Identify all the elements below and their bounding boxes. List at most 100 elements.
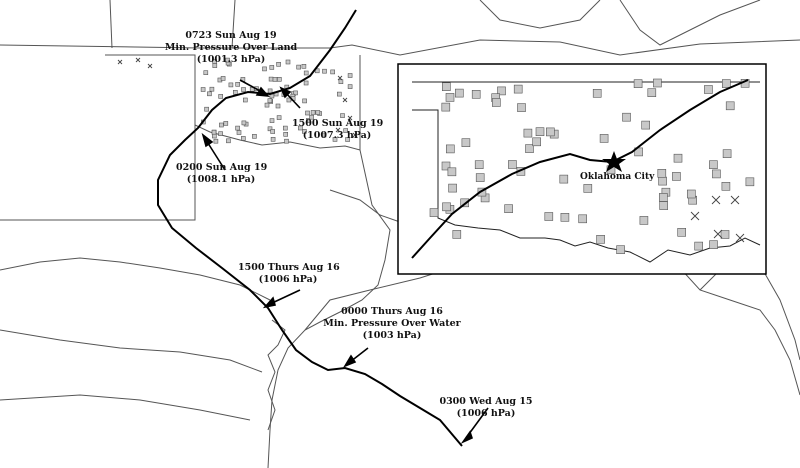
inset-track-line [411, 79, 749, 259]
x-marker [337, 75, 343, 81]
station-marker [262, 66, 267, 72]
station-marker [622, 112, 631, 122]
station-marker [532, 137, 542, 147]
station-marker [441, 82, 451, 91]
station-marker [233, 90, 238, 95]
station-marker [340, 113, 345, 118]
station-marker [448, 183, 457, 193]
station-marker [592, 89, 602, 98]
x-marker [352, 132, 358, 138]
station-marker [285, 59, 291, 65]
river-2 [0, 329, 263, 373]
station-marker [712, 169, 721, 179]
station-marker [219, 122, 224, 128]
station-marker [442, 202, 451, 212]
label-0200-pressure: (1008.1 hPa) [186, 174, 256, 185]
label-0300-wed: 0300 Wed Aug 15 (1006 hPa) [436, 396, 536, 420]
station-marker [441, 102, 451, 112]
station-marker [212, 133, 217, 139]
station-marker [241, 120, 247, 126]
station-marker [322, 68, 327, 74]
river-5 [619, 0, 761, 46]
annotation-arrows [201, 79, 489, 444]
station-marker [658, 176, 667, 186]
station-marker [212, 63, 218, 68]
label-0723-sun: 0723 Sun Aug 19 Min. Pressure Over Land … [162, 30, 300, 66]
station-marker [445, 144, 455, 154]
station-marker [269, 65, 275, 70]
station-marker [272, 77, 278, 82]
x-marker [730, 195, 740, 205]
station-marker [721, 79, 731, 88]
label-1500-sun: 1500 Sun Aug 19 (1007.3 hPa) [292, 118, 384, 142]
station-marker [207, 91, 212, 97]
station-marker [657, 169, 667, 178]
station-marker [336, 91, 342, 97]
station-marker [284, 138, 289, 144]
station-marker [677, 228, 687, 237]
station-marker [305, 110, 310, 116]
station-marker [429, 208, 439, 217]
station-marker [658, 193, 668, 202]
station-marker [218, 131, 223, 136]
oklahoma-city-star-icon [602, 151, 626, 172]
station-marker [223, 121, 229, 126]
station-marker [709, 240, 718, 249]
station-marker [236, 130, 242, 135]
station-marker [270, 137, 276, 142]
label-0723-note: Min. Pressure Over Land [164, 42, 298, 53]
station-marker [226, 138, 231, 144]
label-1500-sun-time: 1500 Sun Aug 19 [292, 118, 384, 129]
inset-stations [429, 78, 755, 254]
station-marker [535, 127, 545, 136]
station-marker [639, 216, 649, 225]
station-marker [310, 110, 316, 115]
station-marker [243, 97, 248, 103]
station-marker [309, 114, 314, 120]
station-marker [301, 64, 307, 69]
station-marker [517, 103, 526, 112]
station-marker [282, 125, 288, 131]
station-marker [523, 128, 533, 138]
river-1 [0, 257, 271, 301]
x-marker [690, 211, 700, 221]
station-marker [283, 132, 289, 137]
station-marker [477, 187, 487, 197]
label-0000-thurs: 0000 Thurs Aug 16 Min. Pressure Over Wat… [318, 306, 466, 342]
station-marker [305, 118, 311, 123]
station-marker [474, 160, 484, 169]
station-marker [303, 80, 309, 86]
station-marker [583, 184, 593, 193]
station-marker [302, 98, 307, 104]
inset-panhandle [412, 109, 761, 263]
label-1500-thurs-time: 1500 Thurs Aug 16 [238, 262, 340, 273]
label-0000-time: 0000 Thurs Aug 16 [341, 306, 443, 317]
station-marker [441, 161, 451, 171]
station-marker [235, 125, 240, 131]
station-marker [303, 70, 309, 76]
label-1500-thurs-pressure: (1006 hPa) [258, 274, 318, 285]
label-0000-note: Min. Pressure Over Water [323, 318, 461, 329]
station-marker [268, 76, 274, 82]
station-marker [722, 149, 732, 158]
main-map-x-markers [117, 57, 358, 138]
station-marker [686, 189, 696, 199]
station-marker [204, 106, 209, 112]
station-marker [452, 230, 462, 239]
label-0200-sun: 0200 Sun Aug 19 (1008.1 hPa) [176, 162, 268, 186]
station-marker [332, 137, 338, 142]
station-marker [659, 201, 669, 210]
station-marker [218, 94, 223, 99]
station-marker [241, 136, 246, 141]
station-marker [276, 77, 282, 82]
station-marker [211, 129, 217, 135]
station-marker [220, 76, 226, 81]
station-marker [633, 79, 643, 88]
label-1500-thurs: 1500 Thurs Aug 16 (1006 hPa) [238, 262, 340, 286]
station-marker [267, 88, 273, 94]
station-marker [213, 138, 219, 144]
station-marker [200, 87, 206, 92]
station-marker [241, 87, 246, 92]
label-0200-time: 0200 Sun Aug 19 [176, 162, 268, 173]
station-marker [269, 118, 275, 123]
